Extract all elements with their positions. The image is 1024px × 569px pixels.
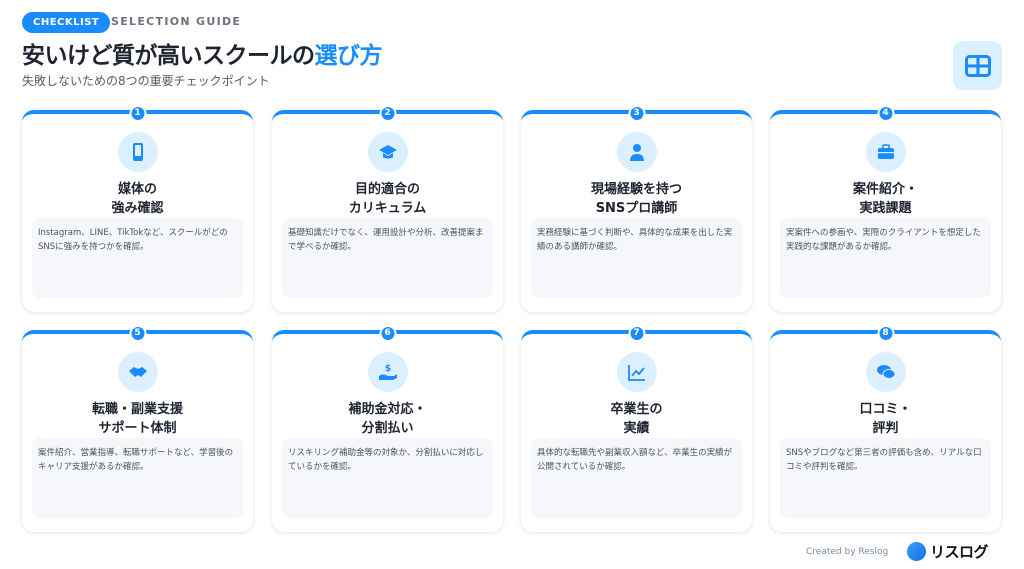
- checklist-pill: CHECKLIST: [22, 12, 111, 33]
- card-title-line: 転職・副業支援: [91, 402, 183, 417]
- card-title-line: 補助金対応・: [348, 402, 427, 417]
- card-description: 案件紹介、営業指導、転職サポートなど、学習後のキャリア支援があるか確認。: [32, 438, 243, 518]
- title-main: 安いけど質が高いスクールの: [22, 43, 315, 69]
- checkpoint-card: 5 転職・副業支援サポート体制 案件紹介、営業指導、転職サポートなど、学習後のキ…: [22, 325, 253, 532]
- icon-circle: [117, 352, 158, 392]
- svg-text:$: $: [384, 364, 390, 374]
- chat-bubbles-icon: [876, 365, 895, 379]
- card-description: 実務経験に基づく判断や、具体的な成果を出した実績のある講師か確認。: [531, 218, 742, 298]
- card-title: 現場経験を持つ SNSプロ講師: [521, 180, 752, 218]
- card-title: 目的適合のカリキュラム: [272, 180, 503, 218]
- number-badge: 7: [628, 325, 645, 342]
- card-title-line: サポート体制: [98, 421, 177, 436]
- card-description: 具体的な転職先や副業収入額など、卒業生の実績が公開されているか確認。: [531, 438, 742, 518]
- icon-circle: [865, 132, 906, 172]
- card-description: Instagram、LINE、TikTokなど、スクールがどのSNSに強みを持つ…: [32, 218, 243, 298]
- card-title-line: 目的適合の: [354, 182, 420, 197]
- card-title: 口コミ・評判: [770, 400, 1001, 438]
- number-badge: 3: [628, 105, 645, 122]
- card-title: 案件紹介・実践課題: [770, 180, 1001, 218]
- checkpoint-card: 3 現場経験を持つ SNSプロ講師 実務経験に基づく判断や、具体的な成果を出した実…: [521, 105, 752, 312]
- card-title-line: 実践課題: [859, 201, 912, 216]
- smartphone-icon: [132, 143, 143, 161]
- reslog-logo: リスログ: [907, 541, 989, 562]
- card-title: 媒体の強み確認: [22, 180, 253, 218]
- card-title-line: 現場経験を持つ: [590, 182, 682, 197]
- number-badge: 5: [129, 325, 146, 342]
- grid-icon: [964, 54, 991, 77]
- checkpoint-card: 2 目的適合のカリキュラム 基礎知識だけでなく、運用設計や分析、改善提案まで学べ…: [272, 105, 503, 312]
- card-description: 実案件への参画や、実際のクライアントを想定した実践的な課題があるか確認。: [780, 218, 991, 298]
- card-title-line: 媒体の: [117, 182, 157, 197]
- icon-circle: [117, 132, 158, 172]
- teacher-icon: [629, 144, 644, 161]
- graduation-cap-icon: [378, 145, 397, 159]
- checkpoint-card: 6 $ 補助金対応・分割払い リスキリング補助金等の対象か、分割払いに対応してい…: [272, 325, 503, 532]
- number-badge: 4: [877, 105, 894, 122]
- checkpoint-card: 8 口コミ・評判 SNSやブログなど第三者の評価も含め、リアルな口コミや評判を確…: [770, 325, 1001, 532]
- card-title-line: 卒業生の: [610, 402, 663, 417]
- card-title-line: 評判: [872, 421, 899, 436]
- number-badge: 8: [877, 325, 894, 342]
- card-title: 転職・副業支援サポート体制: [22, 400, 253, 438]
- card-title-line: カリキュラム: [348, 201, 427, 216]
- card-title-line: 強み確認: [111, 201, 164, 216]
- card-title: 補助金対応・分割払い: [272, 400, 503, 438]
- grid-view-button[interactable]: [953, 41, 1002, 90]
- briefcase-icon: [877, 144, 894, 159]
- card-title-line: 口コミ・: [859, 402, 912, 417]
- card-title-line: 実績: [623, 421, 650, 436]
- icon-circle: [865, 352, 906, 392]
- logo-text: リスログ: [930, 543, 989, 561]
- checkpoint-card: 1 媒体の強み確認 Instagram、LINE、TikTokなど、スクールがど…: [22, 105, 253, 312]
- number-badge: 6: [379, 325, 396, 342]
- card-title-line: 案件紹介・: [852, 182, 918, 197]
- number-badge: 1: [129, 105, 146, 122]
- card-description: SNSやブログなど第三者の評価も含め、リアルな口コミや評判を確認。: [780, 438, 991, 518]
- page-title: 安いけど質が高いスクールの選び方: [22, 36, 382, 70]
- checkpoint-card: 4 案件紹介・実践課題 実案件への参画や、実際のクライアントを想定した実践的な課…: [770, 105, 1001, 312]
- page-subtitle: 失敗しないための8つの重要チェックポイント: [22, 74, 270, 88]
- card-title-line: SNSプロ講師: [595, 201, 678, 216]
- card-description: リスキリング補助金等の対象か、分割払いに対応しているかを確認。: [282, 438, 493, 518]
- chart-line-icon: [627, 365, 645, 381]
- checkpoint-card: 7 卒業生の実績 具体的な転職先や副業収入額など、卒業生の実績が公開されているか…: [521, 325, 752, 532]
- hand-coin-icon: $: [378, 364, 397, 380]
- title-highlight: 選び方: [314, 43, 383, 69]
- number-badge: 2: [379, 105, 396, 122]
- card-title: 卒業生の実績: [521, 400, 752, 438]
- icon-circle: [616, 352, 657, 392]
- card-title-line: 分割払い: [361, 421, 414, 436]
- icon-circle: [367, 132, 408, 172]
- handshake-icon: [128, 367, 147, 377]
- icon-circle: [616, 132, 657, 172]
- logo-mark-icon: [907, 542, 926, 561]
- section-label: SELECTION GUIDE: [111, 15, 242, 28]
- card-description: 基礎知識だけでなく、運用設計や分析、改善提案まで学べるか確認。: [282, 218, 493, 298]
- credit-text: Created by Reslog: [806, 547, 889, 557]
- icon-circle: $: [367, 352, 408, 392]
